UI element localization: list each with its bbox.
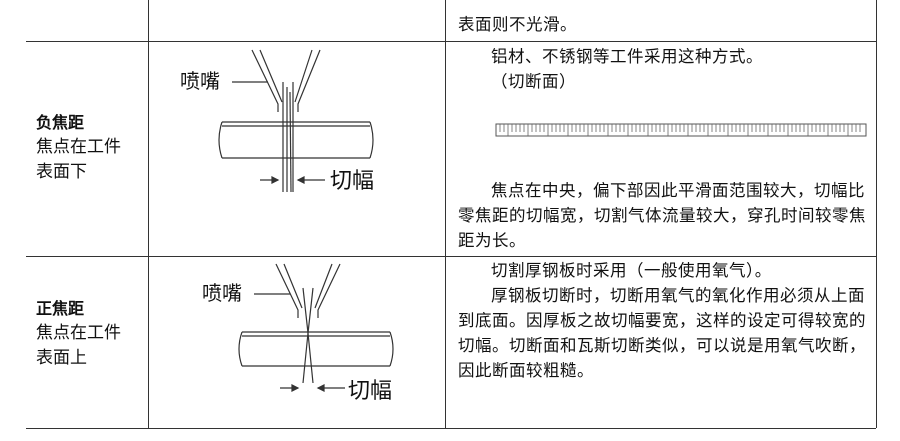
positive-focus-svg: 喷嘴 切幅 (202, 263, 394, 404)
nozzle-left-wall (251, 49, 279, 112)
desc-line1: 铝材、不锈钢等工件采用这种方式。 (491, 47, 763, 66)
table-rule-col2 (445, 0, 446, 428)
row-positive-focus-label: 正焦距 焦点在工件 表面上 (36, 296, 121, 371)
row-negative-focus-label: 负焦距 焦点在工件 表面下 (36, 110, 121, 185)
top-row-description: 表面则不光滑。 (458, 12, 878, 37)
kerf-label: 切幅 (330, 169, 374, 194)
desc-paragraph: 厚钢板切断时，切断用氧气的氧化作用必须从上面到底面。因厚板之故切幅要宽，这样的设… (458, 286, 866, 380)
row-title: 正焦距 (36, 299, 85, 318)
row-subtitle-line2: 表面下 (36, 162, 87, 182)
row-subtitle-line1: 焦点在工件 (36, 137, 121, 157)
kerf-label: 切幅 (348, 379, 392, 404)
desc-line2: （切断面） (491, 72, 576, 91)
negative-focus-svg: 喷嘴 切幅 (180, 49, 374, 194)
table-rule-row-separator (26, 256, 876, 257)
row-positive-focus-description: 切割厚钢板时采用（一般使用氧气）。 厚钢板切断时，切断用氧气的氧化作用必须从上面… (458, 258, 878, 383)
nozzle-label: 喷嘴 (202, 281, 242, 305)
row-negative-focus-description: 铝材、不锈钢等工件采用这种方式。 （切断面） 焦点在中央，偏下部因此平滑面范围较… (458, 44, 878, 253)
nozzle-right-wall (297, 49, 321, 112)
table-rule-col1 (148, 0, 149, 428)
top-row-desc-text: 表面则不光滑。 (458, 15, 577, 34)
nozzle-label: 喷嘴 (180, 69, 220, 93)
desc-paragraph: 焦点在中央，偏下部因此平滑面范围较大，切幅比零焦距的切幅宽，切割气体流量较大，穿… (458, 181, 866, 250)
row-subtitle-line1: 焦点在工件 (36, 323, 121, 343)
table-rule-top-row-bottom (26, 41, 876, 42)
positive-focus-diagram: 喷嘴 切幅 (150, 258, 445, 428)
cut-surface-sketch (458, 94, 878, 164)
cut-surface-svg (495, 123, 867, 137)
row-title: 负焦距 (36, 113, 85, 132)
table-rule-right (876, 0, 877, 428)
row-subtitle-line2: 表面上 (36, 348, 87, 368)
desc-line1: 切割厚钢板时采用（一般使用氧气）。 (491, 261, 772, 280)
table-rule-bottom (26, 428, 876, 429)
negative-focus-diagram: 喷嘴 切幅 (150, 42, 445, 256)
